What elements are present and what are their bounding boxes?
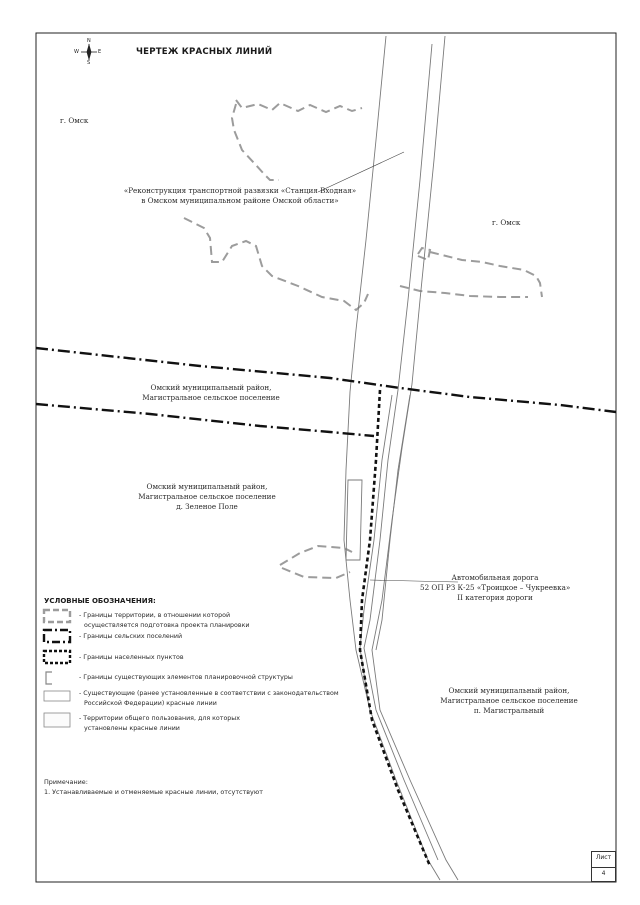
legend-item-line1: - Существующие (ранее установленные в со… <box>79 690 339 697</box>
territory-boundary-lines <box>183 99 543 580</box>
settlement-boundary-lower <box>35 402 375 438</box>
label-road-line3: II категория дороги <box>457 593 533 602</box>
label-project: «Реконструкция транспортной развязки «Ст… <box>118 186 362 206</box>
road-leader-line <box>369 579 459 583</box>
compass-n-label: N <box>87 38 91 44</box>
label-road-line1: Автомобильная дорога <box>451 573 539 582</box>
label-se-district-line2: Магистральное сельское поселение <box>440 696 578 705</box>
label-road-line2: 52 ОП РЗ К-25 «Троицкое – Чукреевка» <box>420 583 571 592</box>
territory-boundary-south <box>279 544 353 580</box>
road-centerline <box>363 43 439 861</box>
sheet-label: Лист <box>595 854 612 861</box>
note-text: 1. Устанавливаемые и отменяемые красные … <box>44 788 263 796</box>
label-project-line1: «Реконструкция транспортной развязки «Ст… <box>123 186 357 195</box>
label-left-district: Омский муниципальный район, Магистрально… <box>132 482 282 512</box>
drawing-title: ЧЕРТЕЖ КРАСНЫХ ЛИНИЙ <box>136 47 273 57</box>
legend-symbol-locality-boundary <box>42 649 72 665</box>
road-edge-outer-west <box>343 35 441 881</box>
label-left-district-line3: д. Зеленое Поле <box>176 502 238 511</box>
label-omsk-e: г. Омск <box>492 218 521 227</box>
label-mid-district-line1: Омский муниципальный район, <box>150 383 272 392</box>
note-title: Примечание: <box>44 778 88 786</box>
legend-item-public-territory: - Территории общего пользования, для кот… <box>79 714 240 733</box>
legend-symbols <box>42 608 72 728</box>
side-parcel-outline <box>345 479 363 561</box>
label-se-district-line1: Омский муниципальный район, <box>448 686 570 695</box>
sheet-frame <box>35 32 617 883</box>
legend-item-line1: - Границы существующих элементов планиро… <box>79 674 293 681</box>
territory-boundary-east <box>399 246 543 298</box>
label-mid-district: Омский муниципальный район, Магистрально… <box>136 383 286 403</box>
compass-s-label: S <box>87 60 91 66</box>
legend-item-line2: осуществляется подготовка проекта планир… <box>84 621 250 629</box>
legend-item-rural-settlement-boundary: - Границы сельских поселений <box>79 632 182 642</box>
road-edge-outer-east <box>371 35 459 881</box>
label-mid-district-line2: Магистральное сельское поселение <box>142 393 280 402</box>
legend-symbol-planning-element-boundary <box>45 671 52 685</box>
territory-boundary-north <box>230 99 363 181</box>
legend-symbol-public-territory <box>43 712 71 728</box>
settlement-boundary-upper <box>35 346 617 414</box>
legend-item-line2: установлены красные линии <box>84 724 180 732</box>
legend-item-line1: - Границы территории, в отношении которо… <box>79 612 231 619</box>
label-left-district-line1: Омский муниципальный район, <box>146 482 268 491</box>
sheet-number: 4 <box>601 870 606 877</box>
locality-boundary <box>358 389 432 867</box>
rural-settlement-boundaries <box>35 346 617 438</box>
road-inner-east <box>375 394 411 651</box>
sheet-divider <box>592 867 615 868</box>
legend-item-line1: - Территории общего пользования, для кот… <box>79 715 241 722</box>
legend-symbol-territory-boundary <box>42 608 72 624</box>
compass-rose-icon <box>81 43 97 61</box>
label-omsk-nw: г. Омск <box>60 116 89 125</box>
road-corridor <box>343 35 459 881</box>
label-project-line2: в Омском муниципальном районе Омской обл… <box>141 196 339 205</box>
compass-e-label: E <box>98 49 102 55</box>
compass-w-label: W <box>74 49 79 55</box>
legend-item-line1: - Границы населенных пунктов <box>79 654 184 661</box>
legend-symbol-rural-settlement-boundary <box>42 628 72 644</box>
legend-item-locality-boundary: - Границы населенных пунктов <box>79 653 184 663</box>
sheet-number-box: Лист 4 <box>591 851 616 882</box>
legend-item-territory-boundary: - Границы территории, в отношении которо… <box>79 611 250 630</box>
legend-item-existing-red-lines: - Существующие (ранее установленные в со… <box>79 689 339 708</box>
legend-item-line2: Российской Федерации) красные линии <box>84 699 217 707</box>
territory-boundary-middle <box>183 217 369 312</box>
label-left-district-line2: Магистральное сельское поселение <box>138 492 276 501</box>
label-se-district-line3: п. Магистральный <box>473 706 545 715</box>
project-leader-line <box>317 151 405 193</box>
legend-title: УСЛОВНЫЕ ОБОЗНАЧЕНИЯ: <box>44 597 156 605</box>
legend-item-planning-element-boundary: - Границы существующих элементов планиро… <box>79 673 293 683</box>
legend-symbol-existing-red-lines <box>43 690 71 702</box>
legend-item-line1: - Границы сельских поселений <box>79 633 183 640</box>
label-se-district: Омский муниципальный район, Магистрально… <box>434 686 584 716</box>
label-road: Автомобильная дорога 52 ОП РЗ К-25 «Трои… <box>420 573 570 603</box>
